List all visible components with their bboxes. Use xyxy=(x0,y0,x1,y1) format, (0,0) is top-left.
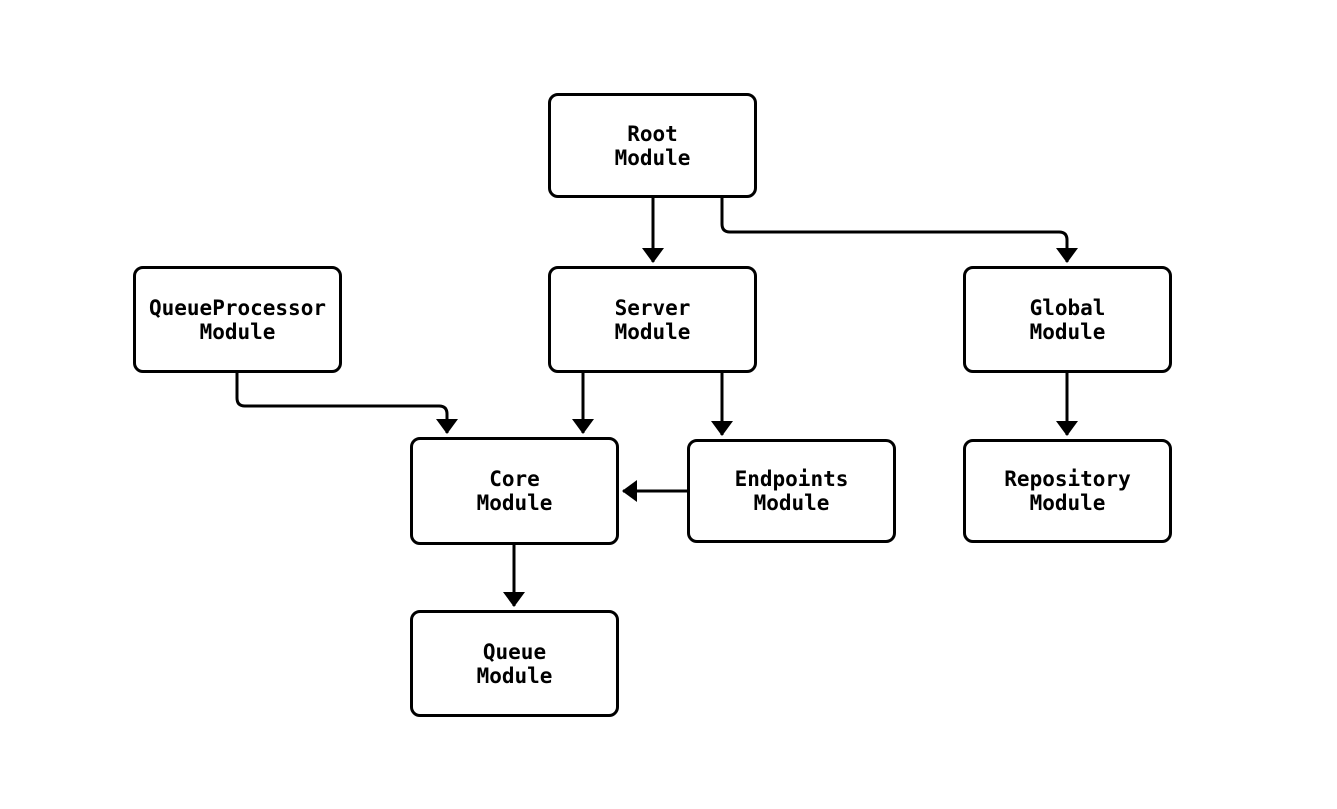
node-core-module: Core Module xyxy=(410,437,619,545)
node-repository-module: Repository Module xyxy=(963,439,1172,543)
node-queue-module: Queue Module xyxy=(410,610,619,717)
edge-root-to-global xyxy=(720,198,1078,263)
edge-queueprocessor-to-core xyxy=(235,373,458,434)
node-root-module-label: Root Module xyxy=(614,121,691,170)
node-core-module-label: Core Module xyxy=(476,467,553,515)
node-repository-module-label: Repository Module xyxy=(1004,467,1131,515)
node-queueprocessor-module: QueueProcessor Module xyxy=(133,266,342,373)
node-global-module: Global Module xyxy=(963,266,1172,373)
node-queue-module-label: Queue Module xyxy=(476,639,553,688)
node-endpoints-module-label: Endpoints Module xyxy=(734,467,849,515)
node-queueprocessor-module-label: QueueProcessor Module xyxy=(148,295,326,344)
node-root-module: Root Module xyxy=(548,93,757,198)
node-endpoints-module: Endpoints Module xyxy=(687,439,896,543)
node-global-module-label: Global Module xyxy=(1029,295,1106,344)
node-server-module: Server Module xyxy=(548,266,757,373)
node-server-module-label: Server Module xyxy=(614,295,691,344)
